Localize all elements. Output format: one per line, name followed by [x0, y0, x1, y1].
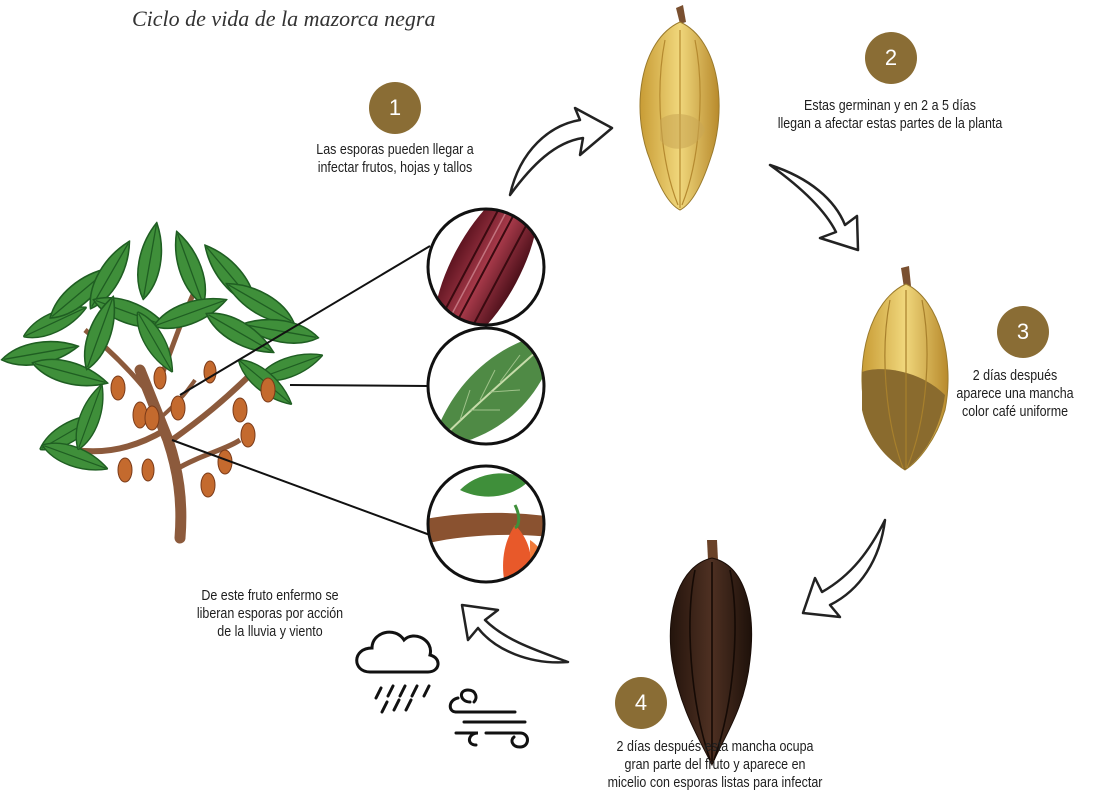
step-4-line-1: 2 días después esta mancha ocupa: [616, 739, 814, 755]
black-pod-icon: [669, 540, 753, 767]
cacao-tree-icon: [0, 219, 327, 544]
step-4-line-2: gran parte del fruto y aparece en: [624, 757, 806, 773]
step-4-badge: 4: [615, 677, 667, 729]
infected-pod-closeup-icon: [426, 207, 546, 327]
step-3-line-3: color café uniforme: [961, 404, 1069, 420]
step-1-caption: Las esporas pueden llegar a infectar fru…: [288, 141, 503, 177]
step-3-line-2: aparece una mancha: [956, 386, 1074, 402]
step-4-caption: 2 días después esta mancha ocupa gran pa…: [577, 738, 852, 792]
step-2-line-1: Estas germinan y en 2 a 5 días: [804, 98, 976, 114]
step-1-badge: 1: [369, 82, 421, 134]
page-title: Ciclo de vida de la mazorca negra: [132, 6, 436, 31]
leaf-closeup-icon: [426, 326, 546, 446]
step-3-line-1: 2 días después: [972, 368, 1058, 384]
step-3-badge: 3: [997, 306, 1049, 358]
dispersal-line-1: De este fruto enfermo se: [201, 588, 339, 604]
dispersal-line-3: de la lluvia y viento: [217, 624, 323, 640]
healthy-pod-icon: [639, 5, 720, 211]
step-4-line-3: micelio con esporas listas para infectar: [607, 775, 823, 791]
step-2-caption: Estas germinan y en 2 a 5 días llegan a …: [761, 97, 1019, 133]
connector-lines: [171, 245, 431, 536]
spotted-pod-icon: [861, 266, 949, 471]
dispersal-caption: De este fruto enfermo se liberan esporas…: [167, 587, 373, 641]
step-1-line-2: infectar frutos, hojas y tallos: [317, 160, 473, 176]
cycle-arrow-icon: [460, 106, 887, 664]
step-1-line-1: Las esporas pueden llegar a: [316, 142, 474, 158]
step-2-badge: 2: [865, 32, 917, 84]
dispersal-line-2: liberan esporas por acción: [196, 606, 344, 622]
step-2-line-2: llegan a afectar estas partes de la plan…: [777, 116, 1003, 132]
rain-cloud-icon: [355, 630, 440, 714]
step-3-caption: 2 días después aparece una mancha color …: [951, 367, 1080, 421]
stem-closeup-icon: [426, 464, 546, 584]
wind-icon: [448, 688, 529, 749]
